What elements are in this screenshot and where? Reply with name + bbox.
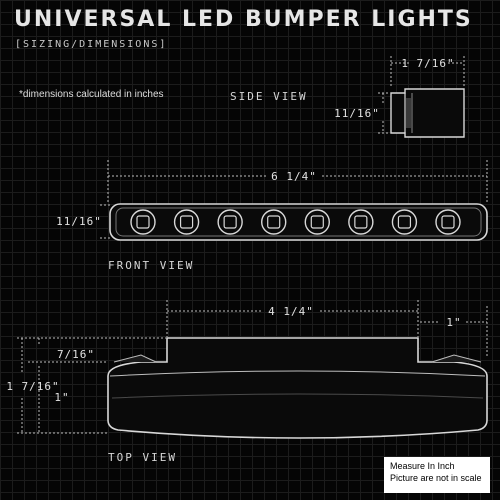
- led-lens: [348, 209, 374, 235]
- top-view-drawing: 4 1/4" 1" 1 7/16" 7/16" 1": [6, 300, 488, 439]
- led-chip: [441, 215, 455, 229]
- led-lens: [391, 209, 418, 235]
- led-lens-ring: [261, 209, 287, 235]
- led-lens: [435, 209, 461, 235]
- side-height-dimension: 11/16": [334, 107, 380, 120]
- front-height-dimension: 11/16": [56, 215, 102, 228]
- led-lens-ring: [391, 209, 418, 235]
- led-lens: [173, 209, 200, 235]
- led-chip: [223, 215, 237, 229]
- top-total-dimension: 1 7/16": [6, 380, 59, 393]
- top-housing-outline: [107, 337, 488, 439]
- led-chip: [397, 215, 412, 229]
- top-upper-dimension: 7/16": [57, 348, 95, 361]
- side-profile-lens: [406, 98, 411, 128]
- top-end-dimension: 1": [446, 316, 461, 329]
- led-lens-ring: [130, 209, 156, 235]
- led-lens: [304, 209, 330, 235]
- front-width-dimension: 6 1/4": [271, 170, 317, 183]
- top-housing-ridge: [111, 393, 484, 399]
- led-lens-ring: [348, 209, 374, 235]
- led-chip: [136, 215, 150, 229]
- top-lower-dimension: 1": [54, 391, 69, 404]
- led-lens-ring: [173, 209, 200, 235]
- led-lens: [130, 209, 156, 235]
- front-view-drawing: 6 1/4" 11/16": [56, 160, 488, 241]
- side-view-drawing: 1 7/16" 11/16": [334, 56, 465, 138]
- led-lens-ring: [435, 209, 461, 235]
- led-lens-ring: [304, 209, 330, 235]
- led-lens: [217, 209, 243, 235]
- top-right-tab: [431, 354, 482, 363]
- front-view-label: FRONT VIEW: [108, 259, 195, 272]
- led-chip: [310, 215, 324, 229]
- led-chip: [354, 215, 368, 229]
- scale-note-line-2: Picture are not in scale: [390, 473, 482, 483]
- led-chip: [179, 215, 194, 229]
- side-width-dimension: 1 7/16": [401, 57, 454, 70]
- side-view-label: SIDE VIEW: [230, 90, 308, 103]
- page-subtitle: [SIZING/DIMENSIONS]: [15, 39, 168, 50]
- top-view-label: TOP VIEW: [108, 451, 177, 464]
- front-housing-inner-outline: [115, 207, 482, 237]
- top-width-dimension: 4 1/4": [268, 305, 314, 318]
- side-profile-outline: [390, 88, 465, 138]
- front-housing-outline: [109, 203, 488, 241]
- scale-note-box: Measure In Inch Picture are not in scale: [384, 457, 490, 493]
- led-chip: [267, 215, 281, 229]
- led-lens-ring: [217, 209, 243, 235]
- page-title: UNIVERSAL LED BUMPER LIGHTS: [14, 7, 473, 32]
- top-housing-ridge: [109, 370, 486, 377]
- scale-note-line-1: Measure In Inch: [390, 461, 455, 471]
- led-row: [130, 209, 461, 235]
- led-lens: [261, 209, 287, 235]
- units-note: *dimensions calculated in inches: [19, 89, 164, 100]
- top-left-tab: [113, 354, 157, 363]
